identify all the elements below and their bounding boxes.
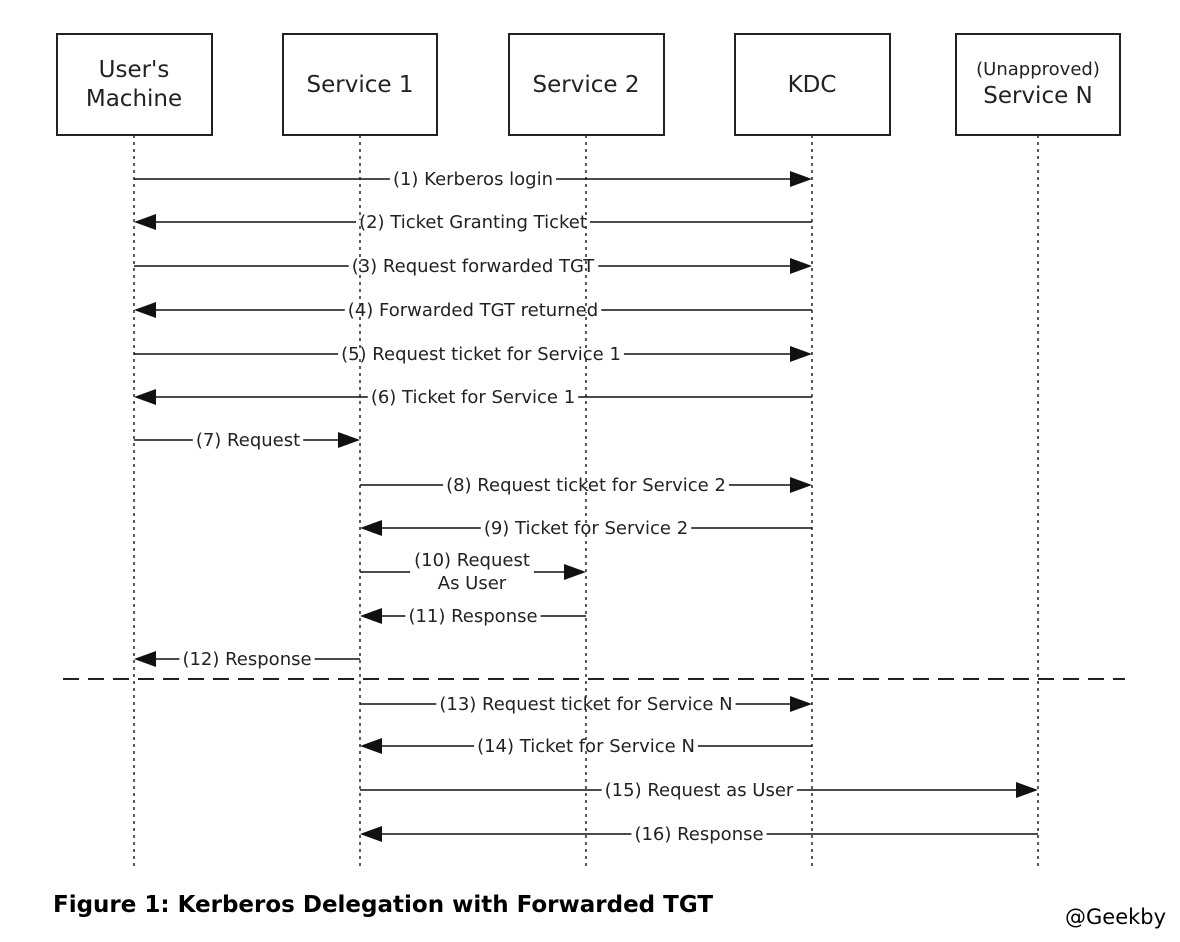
message-label: (10) Request (414, 550, 530, 571)
message-16: (16) Response (360, 824, 1038, 845)
participant-box (734, 33, 891, 136)
message-4: (4) Forwarded TGT returned (134, 300, 812, 321)
participant-box (282, 33, 438, 136)
message-14: (14) Ticket for Service N (360, 736, 812, 757)
message-label: As User (438, 573, 507, 594)
message-label: (15) Request as User (605, 780, 794, 801)
message-11: (11) Response (360, 606, 586, 627)
message-label: (1) Kerberos login (393, 169, 553, 190)
message-2: (2) Ticket Granting Ticket (134, 212, 812, 233)
participant-box (56, 33, 213, 136)
message-label: (11) Response (408, 606, 537, 627)
participant-label: (Unapproved) (976, 59, 1100, 80)
message-label: (13) Request ticket for Service N (439, 694, 732, 715)
participant-label: Machine (86, 86, 182, 112)
label-mask (601, 788, 797, 792)
arrowhead (1016, 782, 1038, 798)
arrowhead (134, 302, 156, 318)
arrowhead (790, 258, 812, 274)
label-mask (192, 438, 304, 442)
message-label: (3) Request forwarded TGT (352, 256, 596, 277)
label-mask (631, 832, 767, 836)
message-label: (12) Response (182, 649, 311, 670)
arrowhead (564, 564, 586, 580)
label-mask (443, 483, 729, 487)
figure-caption: Figure 1: Kerberos Delegation with Forwa… (53, 892, 714, 918)
label-mask (474, 744, 698, 748)
participant-svcN: (Unapproved) Service N (955, 33, 1121, 136)
participant-label: Service 1 (307, 72, 414, 98)
message-1: (1) Kerberos login (134, 169, 812, 190)
participant-label: KDC (788, 72, 837, 98)
arrowhead (790, 696, 812, 712)
message-label: (8) Request ticket for Service 2 (446, 475, 726, 496)
arrowhead (790, 477, 812, 493)
label-mask (179, 657, 315, 661)
label-mask (436, 702, 736, 706)
participant-svc2: Service 2 (508, 33, 665, 136)
arrowhead (790, 171, 812, 187)
label-mask (480, 526, 692, 530)
message-label: (16) Response (634, 824, 763, 845)
message-7: (7) Request (134, 430, 360, 451)
label-mask (344, 308, 602, 312)
arrowhead (360, 826, 382, 842)
message-label: (7) Request (196, 430, 300, 451)
label-mask (348, 264, 599, 268)
message-label: (9) Ticket for Service 2 (484, 518, 688, 539)
arrowhead (134, 651, 156, 667)
message-13: (13) Request ticket for Service N (360, 694, 812, 715)
participant-label: Service N (983, 83, 1093, 109)
label-mask (338, 352, 624, 356)
label-mask (367, 395, 579, 399)
label-mask (405, 614, 541, 618)
message-label: (5) Request ticket for Service 1 (341, 344, 621, 365)
message-label: (2) Ticket Granting Ticket (359, 212, 587, 233)
participant-box (508, 33, 665, 136)
message-12: (12) Response (134, 649, 360, 670)
label-mask (389, 177, 557, 181)
message-label: (14) Ticket for Service N (477, 736, 695, 757)
arrowhead (338, 432, 360, 448)
participant-label: Service 2 (533, 72, 640, 98)
credit-label: @Geekby (1065, 905, 1167, 929)
arrowhead (360, 738, 382, 754)
participant-kdc: KDC (734, 33, 891, 136)
arrowhead (360, 608, 382, 624)
label-mask (410, 568, 534, 576)
arrowhead (134, 389, 156, 405)
participant-label: User's (99, 57, 170, 83)
message-5: (5) Request ticket for Service 1 (134, 344, 812, 365)
arrowhead (360, 520, 382, 536)
message-label: (6) Ticket for Service 1 (371, 387, 575, 408)
message-8: (8) Request ticket for Service 2 (360, 475, 812, 496)
participant-svc1: Service 1 (282, 33, 438, 136)
participant-box (955, 33, 1121, 136)
label-mask (356, 220, 590, 224)
message-3: (3) Request forwarded TGT (134, 256, 812, 277)
message-label: (4) Forwarded TGT returned (348, 300, 598, 321)
arrowhead (134, 214, 156, 230)
message-9: (9) Ticket for Service 2 (360, 518, 812, 539)
arrowhead (790, 346, 812, 362)
message-6: (6) Ticket for Service 1 (134, 387, 812, 408)
message-15: (15) Request as User (360, 780, 1038, 801)
